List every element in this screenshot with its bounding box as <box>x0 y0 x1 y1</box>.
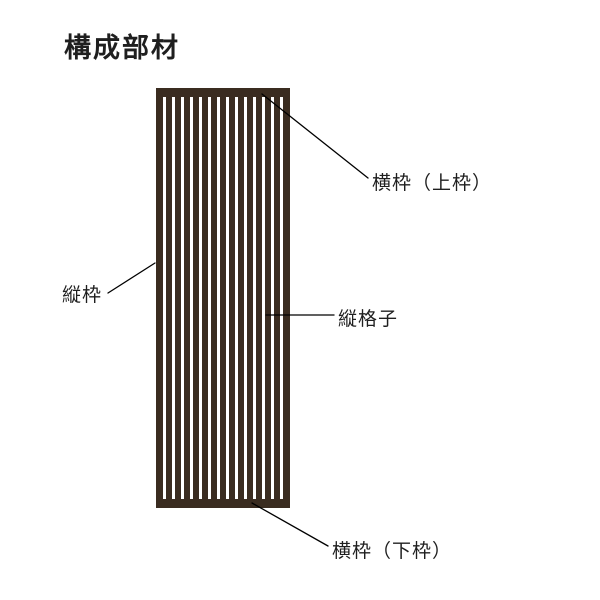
label-bottom-horizontal-frame: 横枠（下枠） <box>332 541 453 562</box>
top-horizontal-frame <box>156 88 290 97</box>
label-vertical-frame: 縦枠 <box>62 285 103 306</box>
lattice-slat <box>229 96 235 500</box>
vertical-slats-group <box>156 96 290 500</box>
lattice-slat <box>247 96 253 500</box>
lattice-slat <box>211 96 217 500</box>
lattice-slat <box>265 96 271 500</box>
lattice-slat <box>238 96 244 500</box>
label-top-horizontal-frame: 横枠（上枠） <box>372 173 493 194</box>
lattice-slat <box>220 96 226 500</box>
label-vertical-lattice: 縦格子 <box>338 309 399 330</box>
lattice-slat <box>156 96 163 500</box>
bottom-horizontal-frame <box>156 499 290 508</box>
lattice-slat <box>175 96 181 500</box>
lattice-panel <box>156 88 290 508</box>
lattice-slat <box>184 96 190 500</box>
diagram-title: 構成部材 <box>64 33 180 63</box>
lattice-slat <box>166 96 172 500</box>
lattice-slat <box>193 96 199 500</box>
lattice-slat <box>202 96 208 500</box>
leader-line-left-frame <box>107 262 156 294</box>
lattice-slat <box>283 96 290 500</box>
lattice-slat <box>274 96 280 500</box>
lattice-slat <box>256 96 262 500</box>
leader-line-bottom-frame <box>251 502 329 547</box>
